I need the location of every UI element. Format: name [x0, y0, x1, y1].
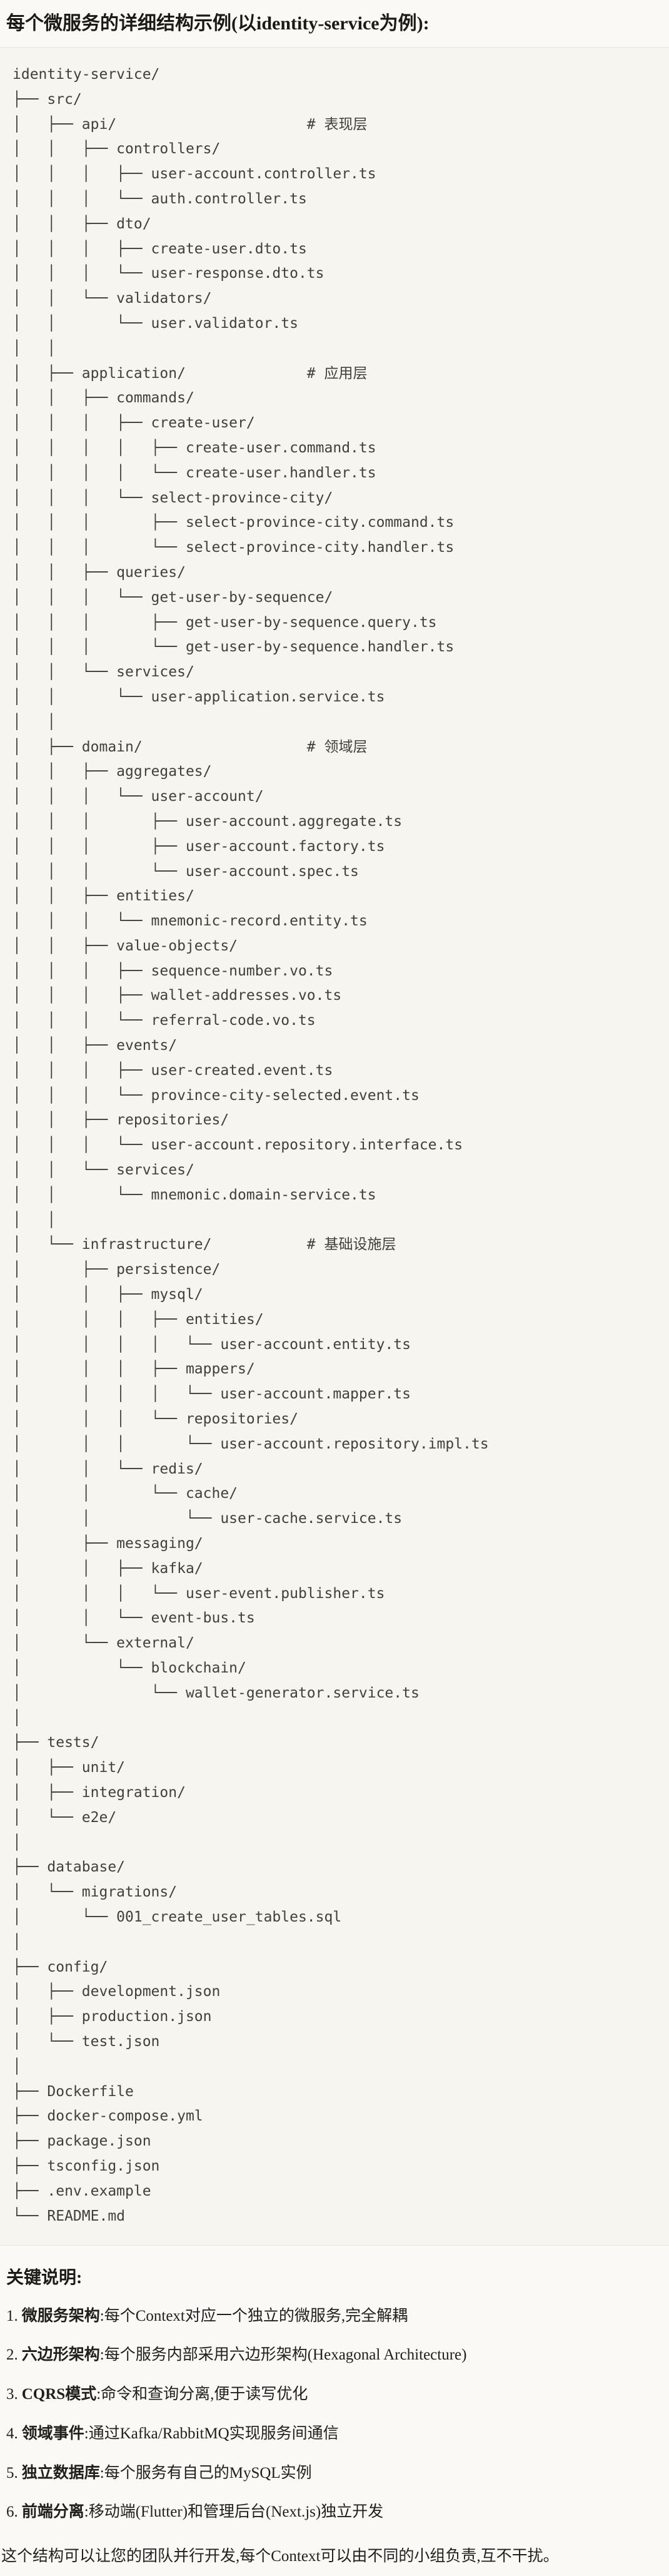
key-note-number: 5.: [6, 2464, 18, 2482]
key-note-item: 5.独立数据库:每个服务有自己的MySQL实例: [6, 2463, 663, 2484]
key-note-number: 3.: [6, 2386, 18, 2403]
key-note-number: 4.: [6, 2425, 18, 2442]
key-note-number: 1.: [6, 2307, 18, 2324]
key-note-text: :命令和查询分离,便于读写优化: [96, 2386, 308, 2403]
key-note-term: CQRS模式: [21, 2386, 97, 2403]
key-notes-heading: 关键说明:: [6, 2268, 83, 2288]
key-note-number: 2.: [6, 2346, 18, 2364]
closing-paragraph: 这个结构可以让您的团队并行开发,每个Context可以由不同的小组负责,互不干扰…: [1, 2548, 559, 2565]
key-note-term: 独立数据库: [21, 2464, 100, 2482]
key-note-text: :每个服务内部采用六边形架构(Hexagonal Architecture): [99, 2346, 467, 2364]
directory-tree: identity-service/ ├── src/ │ ├── api/ # …: [13, 66, 489, 2224]
key-note-item: 2.六边形架构:每个服务内部采用六边形架构(Hexagonal Architec…: [6, 2344, 663, 2366]
key-note-term: 领域事件: [21, 2425, 84, 2442]
key-note-item: 1.微服务架构:每个Context对应一个独立的微服务,完全解耦: [6, 2306, 663, 2327]
key-note-text: :每个Context对应一个独立的微服务,完全解耦: [99, 2307, 408, 2324]
key-note-item: 3.CQRS模式:命令和查询分离,便于读写优化: [6, 2384, 663, 2405]
key-note-term: 微服务架构: [21, 2307, 100, 2324]
key-note-text: :每个服务有自己的MySQL实例: [99, 2464, 312, 2482]
key-note-term: 六边形架构: [21, 2346, 100, 2364]
key-note-text: :通过Kafka/RabbitMQ实现服务间通信: [84, 2425, 339, 2442]
key-note-item: 4.领域事件:通过Kafka/RabbitMQ实现服务间通信: [6, 2423, 663, 2445]
key-note-number: 6.: [6, 2503, 18, 2521]
key-note-term: 前端分离: [21, 2503, 84, 2521]
key-notes-section: 关键说明: 1.微服务架构:每个Context对应一个独立的微服务,完全解耦 2.…: [0, 2266, 669, 2567]
page-title: 每个微服务的详细结构示例(以identity-service为例):: [6, 13, 430, 34]
key-notes-list: 1.微服务架构:每个Context对应一个独立的微服务,完全解耦 2.六边形架构:…: [6, 2306, 663, 2523]
code-block: identity-service/ ├── src/ │ ├── api/ # …: [0, 47, 669, 2246]
key-note-item: 6.前端分离:移动端(Flutter)和管理后台(Next.js)独立开发: [6, 2502, 663, 2523]
key-note-text: :移动端(Flutter)和管理后台(Next.js)独立开发: [84, 2503, 384, 2521]
